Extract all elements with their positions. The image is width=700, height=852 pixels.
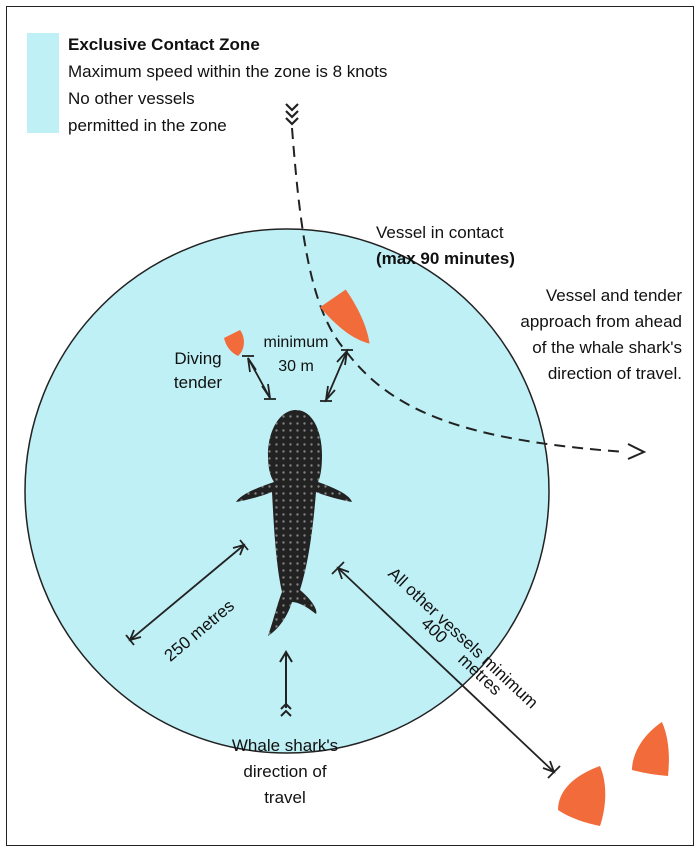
vessel-in-contact-duration: (max 90 minutes) [376,248,515,270]
legend-no-vessels-text: No other vessels [68,88,195,110]
minimum-distance-value: 30 m [246,356,346,378]
vessel-path-arrowhead [628,444,644,459]
direction-label-line1: Whale shark's [200,735,370,757]
approach-text-line1: Vessel and tender [546,285,682,307]
direction-label-line2: direction of [200,761,370,783]
approach-text-line3: of the whale shark's [532,337,682,359]
other-vessel-boat-1 [558,766,605,826]
vessel-duration-prefix: (max 90 [376,249,444,268]
vessel-in-contact-label: Vessel in contact [376,222,504,244]
legend-permitted-text: permitted in the zone [68,115,227,137]
legend-speed-text: Maximum speed within the zone is 8 knots [68,61,387,83]
vessel-duration-unit: minutes) [444,249,515,268]
diving-tender-label-line1: Diving [158,348,238,370]
other-vessel-boat-2 [632,722,669,776]
direction-label-line3: travel [200,787,370,809]
approach-text-line4: direction of travel. [548,363,682,385]
legend-title: Exclusive Contact Zone [68,34,260,56]
legend-zone-swatch [27,33,59,133]
minimum-distance-label: minimum [246,332,346,354]
approach-text-line2: approach from ahead [520,311,682,333]
vessel-path-chevrons [286,104,298,124]
diving-tender-label-line2: tender [158,372,238,394]
